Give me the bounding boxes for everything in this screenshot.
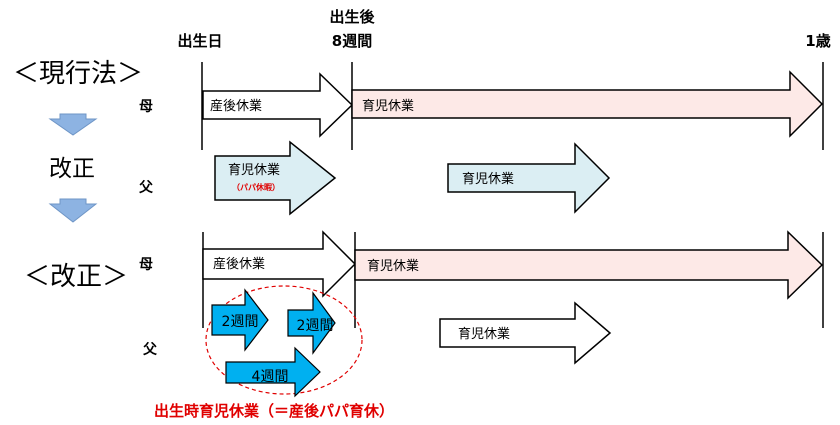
- two-week-arrow-2: [287, 291, 336, 355]
- father-row-label-revised: 父: [142, 342, 158, 358]
- postnatal-leave-arrow-revised: [202, 230, 357, 298]
- mother-row-label-revised: 母: [139, 257, 153, 273]
- papa-leave-note: （パパ休暇）: [232, 182, 280, 192]
- mother-row-label-current: 母: [139, 99, 153, 115]
- papa-leave-arrow: [214, 140, 337, 216]
- two-week-label-1: 2週間: [222, 314, 259, 330]
- two-week-arrow-1: [211, 288, 269, 352]
- revised-law-title: ＜改正＞: [24, 262, 128, 292]
- after-birth-label-line2: 8週間: [332, 32, 372, 50]
- childcare-leave-label-mother-revised: 育児休業: [367, 258, 419, 274]
- two-week-label-2: 2週間: [297, 318, 334, 334]
- childcare-leave-arrow-father-current: [447, 142, 611, 214]
- childcare-leave-label-father-revised: 育児休業: [458, 326, 510, 342]
- papa-leave-main-label: 育児休業: [228, 162, 280, 178]
- childcare-leave-arrow-mother-current: [351, 70, 824, 138]
- one-year-label: 1歳: [805, 32, 830, 50]
- childcare-leave-label-father-current: 育児休業: [462, 171, 514, 187]
- birth-day-label: 出生日: [177, 32, 222, 50]
- revision-label: 改正: [49, 156, 95, 182]
- father-row-label-current: 父: [138, 180, 154, 196]
- childcare-leave-label-mother-current: 育児休業: [362, 98, 414, 114]
- birth-leave-highlight-ellipse: [205, 285, 363, 395]
- current-law-title: ＜現行法＞: [13, 59, 143, 89]
- four-week-arrow: [225, 346, 321, 398]
- childcare-leave-arrow-mother-revised: [354, 230, 824, 300]
- postnatal-leave-arrow-current: [202, 72, 354, 138]
- postnatal-leave-label-current: 産後休業: [210, 98, 262, 114]
- revision-arrow-icon: [48, 113, 98, 223]
- postnatal-leave-label-revised: 産後休業: [213, 256, 265, 272]
- birth-childcare-leave-caption: 出生時育児休業（＝産後パパ育休）: [154, 402, 394, 420]
- after-birth-label-line1: 出生後: [329, 8, 375, 26]
- childcare-leave-arrow-father-revised: [439, 301, 612, 365]
- four-week-label: 4週間: [252, 369, 289, 385]
